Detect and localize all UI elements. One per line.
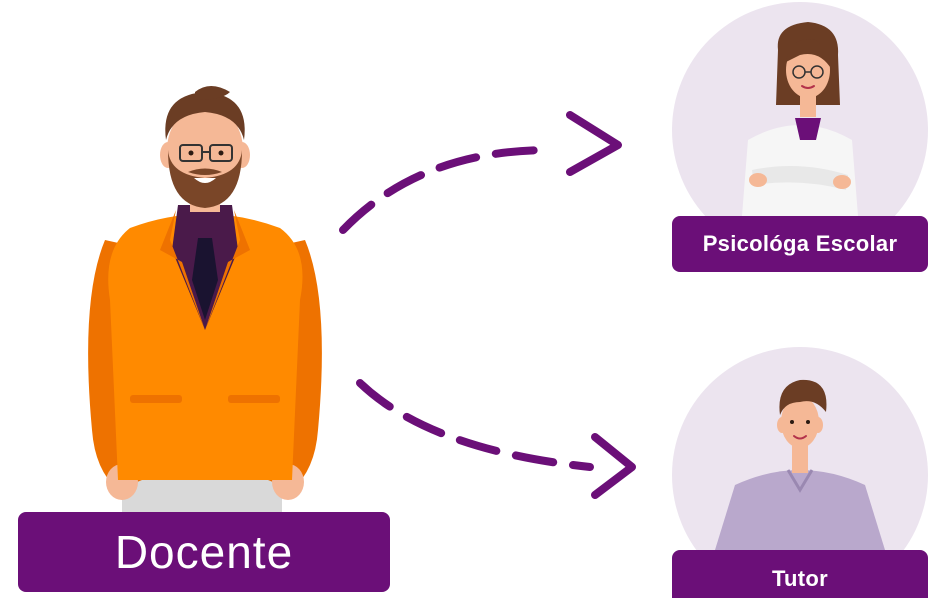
arrow-to-tutor [356,379,636,499]
psychologist-label: Psicológa Escolar [672,216,928,272]
school-psychologist-woman-icon [742,22,858,216]
tutor-label: Tutor [672,550,928,598]
docente-label: Docente [18,512,390,592]
arrow-to-psychologist [339,111,622,234]
teacher-man-orange-jacket-icon [88,86,322,528]
tutor-man-icon [715,379,885,550]
